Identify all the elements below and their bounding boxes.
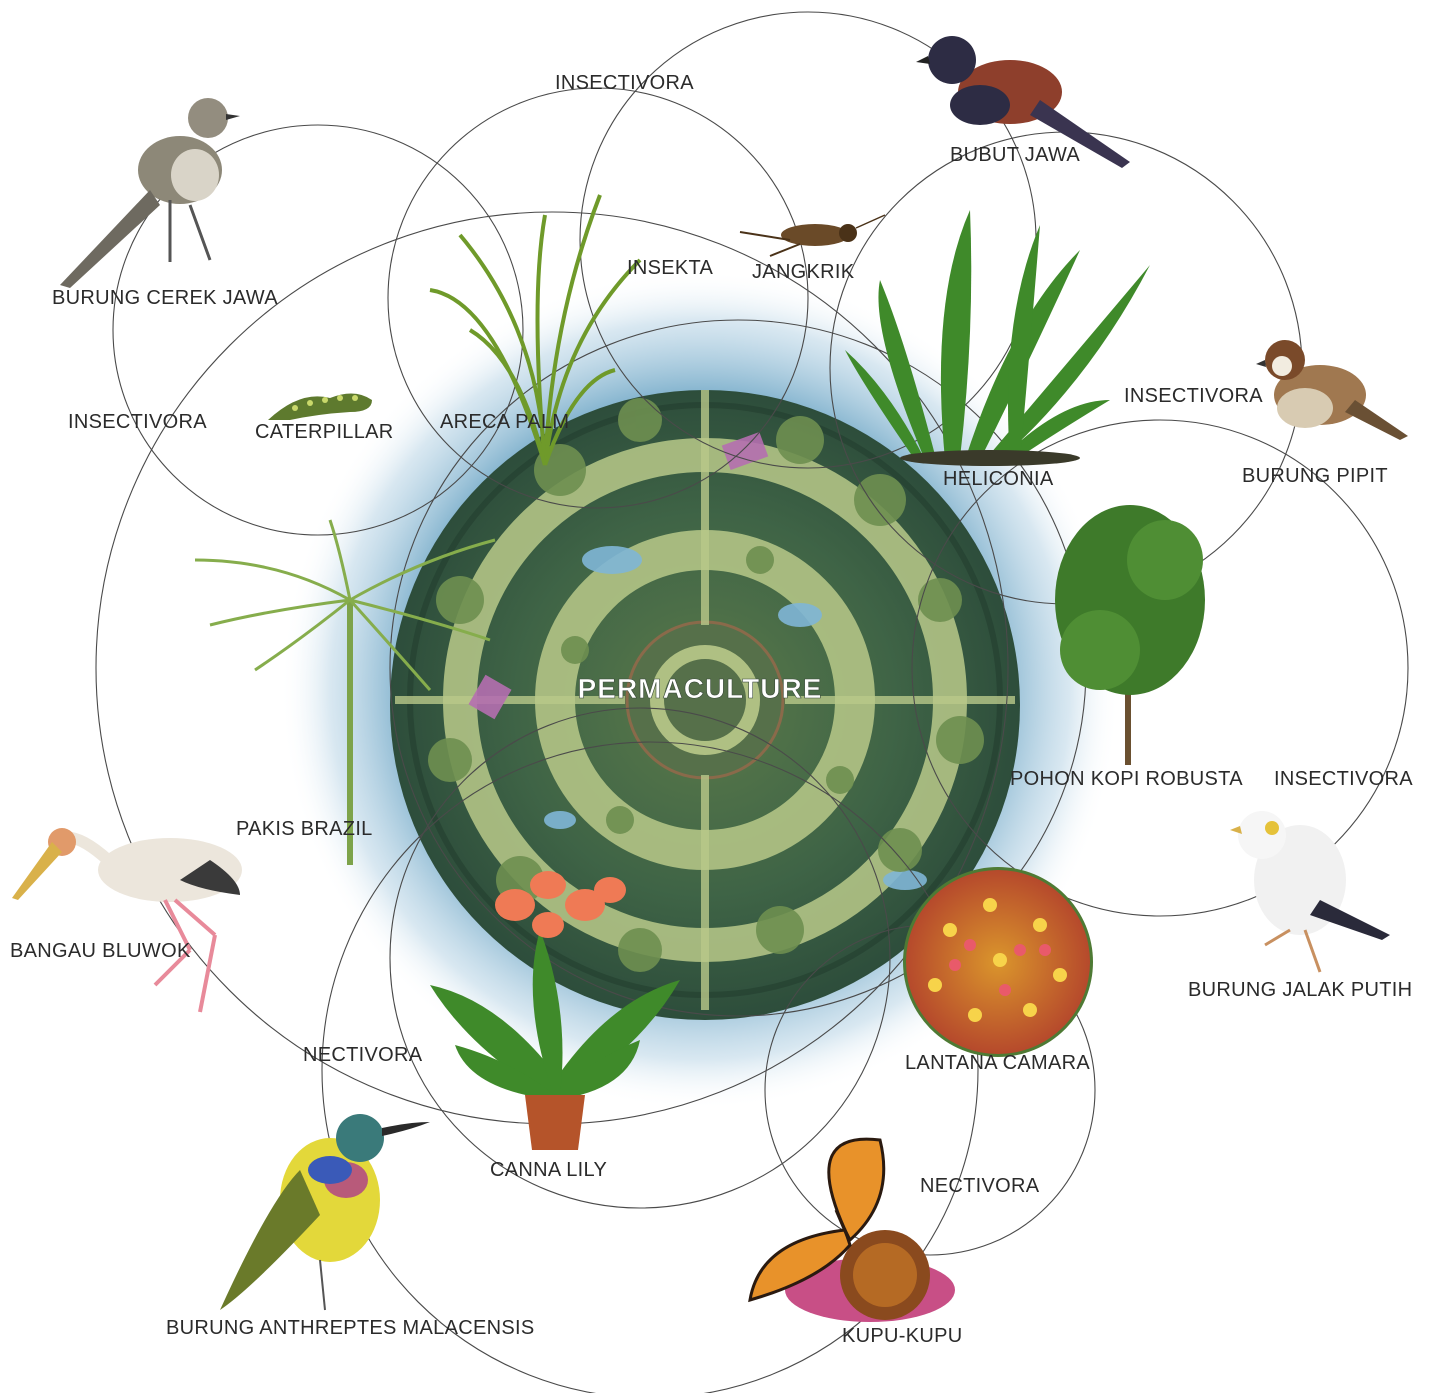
label-lantana-camara: LANTANA CAMARA	[905, 1052, 1090, 1074]
label-kupu-kupu: KUPU-KUPU	[842, 1325, 963, 1347]
relation-insectivora-top: INSECTIVORA	[555, 72, 694, 94]
relation-nectivora-bottom: NECTIVORA	[920, 1175, 1040, 1197]
relation-nectivora-left: NECTIVORA	[303, 1044, 423, 1066]
label-pohon-kopi-robusta: POHON KOPI ROBUSTA	[1010, 768, 1243, 790]
burung-jalak-putih-illustration	[1230, 811, 1390, 972]
label-burung-anthreptes: BURUNG ANTHREPTES MALACENSIS	[166, 1317, 534, 1339]
burung-cerek-jawa-illustration	[60, 98, 240, 288]
label-burung-jalak-putih: BURUNG JALAK PUTIH	[1188, 979, 1412, 1001]
lantana-camara-illustration	[903, 867, 1093, 1057]
label-insekta: INSEKTA	[627, 257, 714, 279]
label-heliconia: HELICONIA	[943, 468, 1054, 490]
jangkrik-illustration	[740, 215, 885, 256]
label-pakis-brazil: PAKIS BRAZIL	[236, 818, 373, 840]
burung-pipit-illustration	[1256, 340, 1408, 440]
label-jangkrik: JANGKRIK	[752, 261, 855, 283]
relation-insectivora-left: INSECTIVORA	[68, 411, 207, 433]
caterpillar-illustration	[268, 393, 372, 420]
relation-insectivora-right: INSECTIVORA	[1124, 385, 1263, 407]
relation-insectivora-far-right: INSECTIVORA	[1274, 768, 1413, 790]
label-canna-lily: CANNA LILY	[490, 1159, 607, 1181]
bangau-bluwok-illustration	[12, 828, 242, 1012]
center-label: PERMACULTURE	[578, 673, 823, 704]
label-bangau-bluwok: BANGAU BLUWOK	[10, 940, 191, 962]
label-burung-pipit: BURUNG PIPIT	[1242, 465, 1388, 487]
kupu-kupu-illustration	[750, 1139, 955, 1322]
label-areca-palm: ARECA PALM	[440, 411, 569, 433]
label-caterpillar: CATERPILLAR	[255, 421, 394, 443]
label-burung-cerek-jawa: BURUNG CEREK JAWA	[52, 287, 278, 309]
label-bubut-jawa: BUBUT JAWA	[950, 144, 1080, 166]
